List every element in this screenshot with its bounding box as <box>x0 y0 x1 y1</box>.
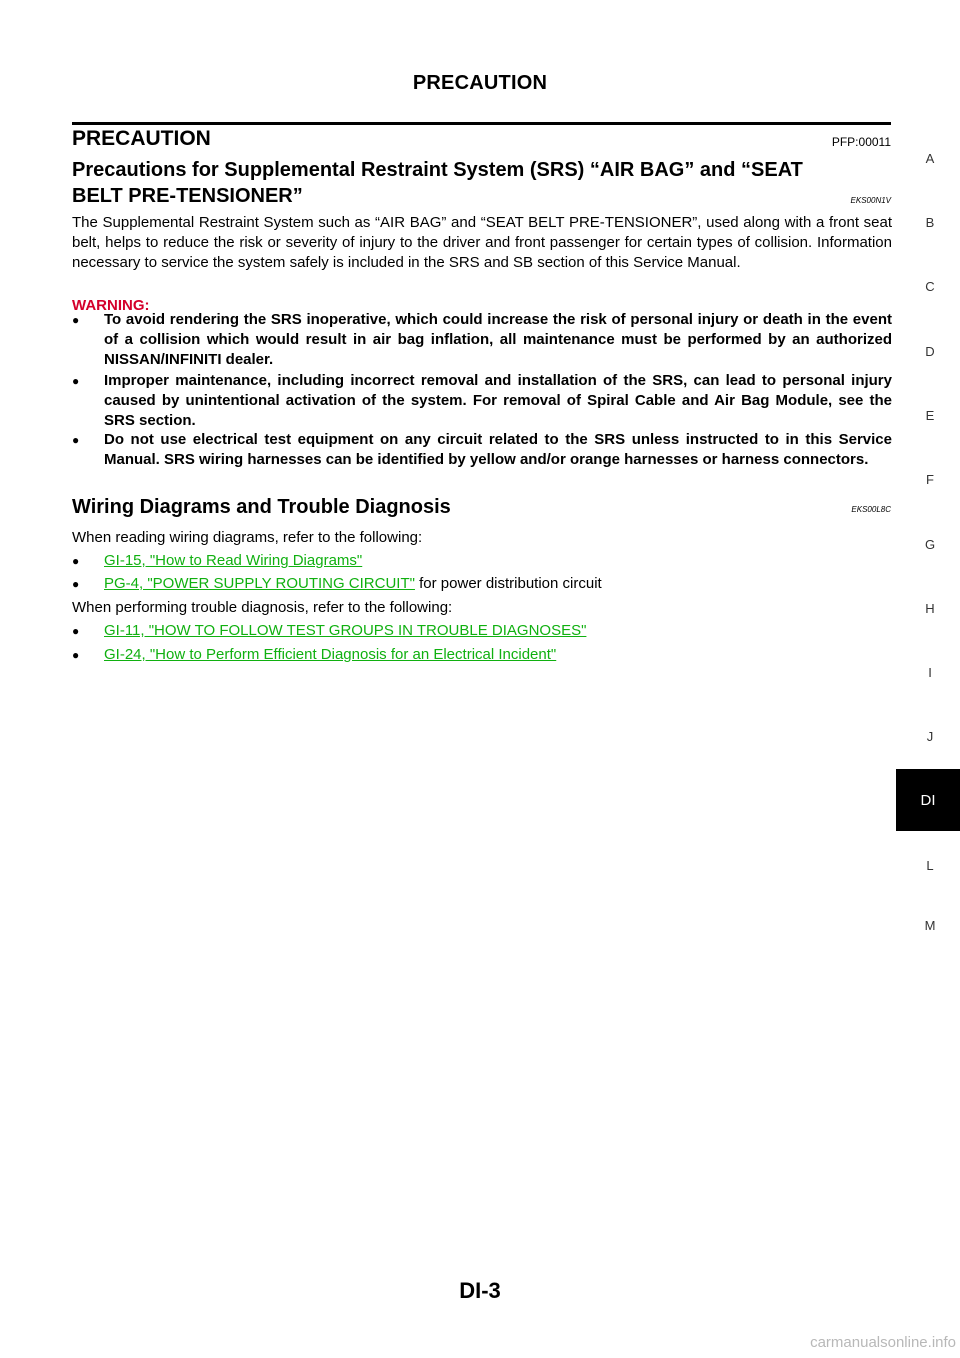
section-rule <box>72 122 891 125</box>
wiring-heading: Wiring Diagrams and Trouble Diagnosis <box>72 496 451 518</box>
index-tab-g[interactable]: G <box>924 537 936 552</box>
bullet-icon: ● <box>72 433 80 447</box>
index-tab-e[interactable]: E <box>925 408 935 423</box>
warning-label: WARNING: <box>72 297 150 314</box>
index-tab-a[interactable]: A <box>925 151 935 166</box>
running-header: PRECAUTION <box>412 72 548 94</box>
reference-link[interactable]: PG-4, "POWER SUPPLY ROUTING CIRCUIT" <box>104 575 415 592</box>
bullet-icon: ● <box>72 648 80 662</box>
bullet-icon: ● <box>72 374 80 388</box>
bullet-icon: ● <box>72 624 80 638</box>
index-tab-d[interactable]: D <box>925 344 935 359</box>
watermark: carmanualsonline.info <box>810 1334 956 1351</box>
section-ref-code: PFP:00011 <box>831 135 891 149</box>
wiring-heading-code: EKS00L8C <box>851 505 891 514</box>
srs-intro-paragraph: The Supplemental Restraint System such a… <box>72 214 892 271</box>
index-tab-l[interactable]: L <box>926 858 934 873</box>
reference-link[interactable]: GI-15, "How to Read Wiring Diagrams" <box>104 552 363 569</box>
bullet-icon: ● <box>72 577 80 591</box>
index-tab-j[interactable]: J <box>926 729 934 744</box>
reference-link[interactable]: GI-11, "HOW TO FOLLOW TEST GROUPS IN TRO… <box>104 622 587 639</box>
warning-text: Improper maintenance, including incorrec… <box>104 372 892 429</box>
warning-text: Do not use electrical test equipment on … <box>104 431 892 468</box>
warning-text: To avoid rendering the SRS inoperative, … <box>104 311 892 368</box>
index-tab-f[interactable]: F <box>926 472 934 487</box>
diag-intro: When performing trouble diagnosis, refer… <box>72 599 453 616</box>
srs-heading-line2: BELT PRE-TENSIONER” <box>72 185 303 207</box>
reference-link[interactable]: GI-24, "How to Perform Efficient Diagnos… <box>104 646 557 663</box>
index-tab-active[interactable]: DI <box>896 769 960 831</box>
reading-intro: When reading wiring diagrams, refer to t… <box>72 529 423 546</box>
index-tab-b[interactable]: B <box>925 215 935 230</box>
reference-suffix: for power distribution circuit <box>414 575 602 592</box>
index-tab-c[interactable]: C <box>925 279 935 294</box>
index-tab-i[interactable]: I <box>928 665 932 680</box>
index-tab-m[interactable]: M <box>924 918 936 933</box>
bullet-icon: ● <box>72 554 80 568</box>
page-number: DI-3 <box>459 1278 501 1303</box>
index-tab-h[interactable]: H <box>925 601 935 616</box>
srs-heading-line1: Precautions for Supplemental Restraint S… <box>72 159 803 181</box>
srs-heading-code: EKS00N1V <box>850 196 891 205</box>
bullet-icon: ● <box>72 313 80 327</box>
section-title: PRECAUTION <box>72 127 211 150</box>
